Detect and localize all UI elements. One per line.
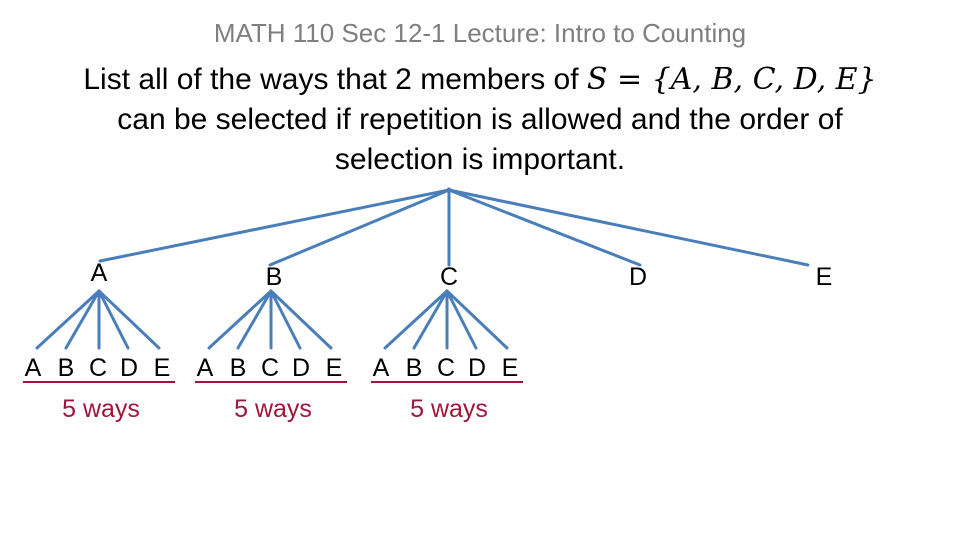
edge-a-to-d <box>97 289 130 350</box>
node-level2-c-a: A <box>373 354 390 382</box>
node-level2-b-d: D <box>292 354 310 382</box>
set-expression: S = {A, B, C, D, E} <box>586 62 877 97</box>
ways-label-b: 5 ways <box>234 395 312 423</box>
edge-a-to-a <box>35 289 101 350</box>
node-level2-a-d: D <box>120 354 138 382</box>
ways-label-a: 5 ways <box>62 395 140 423</box>
slide-header: MATH 110 Sec 12-1 Lecture: Intro to Coun… <box>213 18 747 48</box>
node-level2-a-b: B <box>58 354 75 382</box>
edge-root-to-a <box>98 188 451 263</box>
question-line-2: can be selected if repetition is allowed… <box>117 103 843 136</box>
node-level2-c-c: C <box>437 354 455 382</box>
node-level1-a: A <box>91 259 108 287</box>
edge-root-to-d <box>447 188 642 267</box>
question-text: List all of the ways that 2 members of S… <box>30 60 930 180</box>
edge-a-to-b <box>64 289 101 350</box>
edge-root-to-b <box>268 188 451 267</box>
edge-b-to-d <box>269 289 302 350</box>
edge-a-to-e <box>97 289 161 350</box>
ways-label-c: 5 ways <box>410 395 488 423</box>
node-level1-b: B <box>266 263 283 291</box>
node-level1-d: D <box>629 263 647 291</box>
node-level1-c: C <box>440 263 458 291</box>
node-level2-a-a: A <box>25 354 42 382</box>
node-level1-e: E <box>816 263 833 291</box>
edge-root-to-e <box>447 188 810 267</box>
node-level2-b-b: B <box>230 354 247 382</box>
edge-c-to-d <box>445 289 478 350</box>
edge-c-to-e <box>445 289 509 350</box>
question-line-3: selection is important. <box>334 143 626 176</box>
node-level2-b-c: C <box>261 354 279 382</box>
node-level2-b-a: A <box>197 354 214 382</box>
node-level2-c-e: E <box>502 354 519 382</box>
edge-b-to-b <box>236 289 273 350</box>
node-level2-b-e: E <box>326 354 343 382</box>
node-level2-c-b: B <box>406 354 423 382</box>
edge-b-to-a <box>207 289 273 350</box>
node-level2-a-c: C <box>89 354 107 382</box>
node-level2-a-e: E <box>154 354 171 382</box>
edge-b-to-e <box>269 289 333 350</box>
question-line-1: List all of the ways that 2 members of <box>83 63 587 96</box>
edge-c-to-a <box>383 289 449 350</box>
edge-c-to-b <box>412 289 449 350</box>
node-level2-c-d: D <box>468 354 486 382</box>
